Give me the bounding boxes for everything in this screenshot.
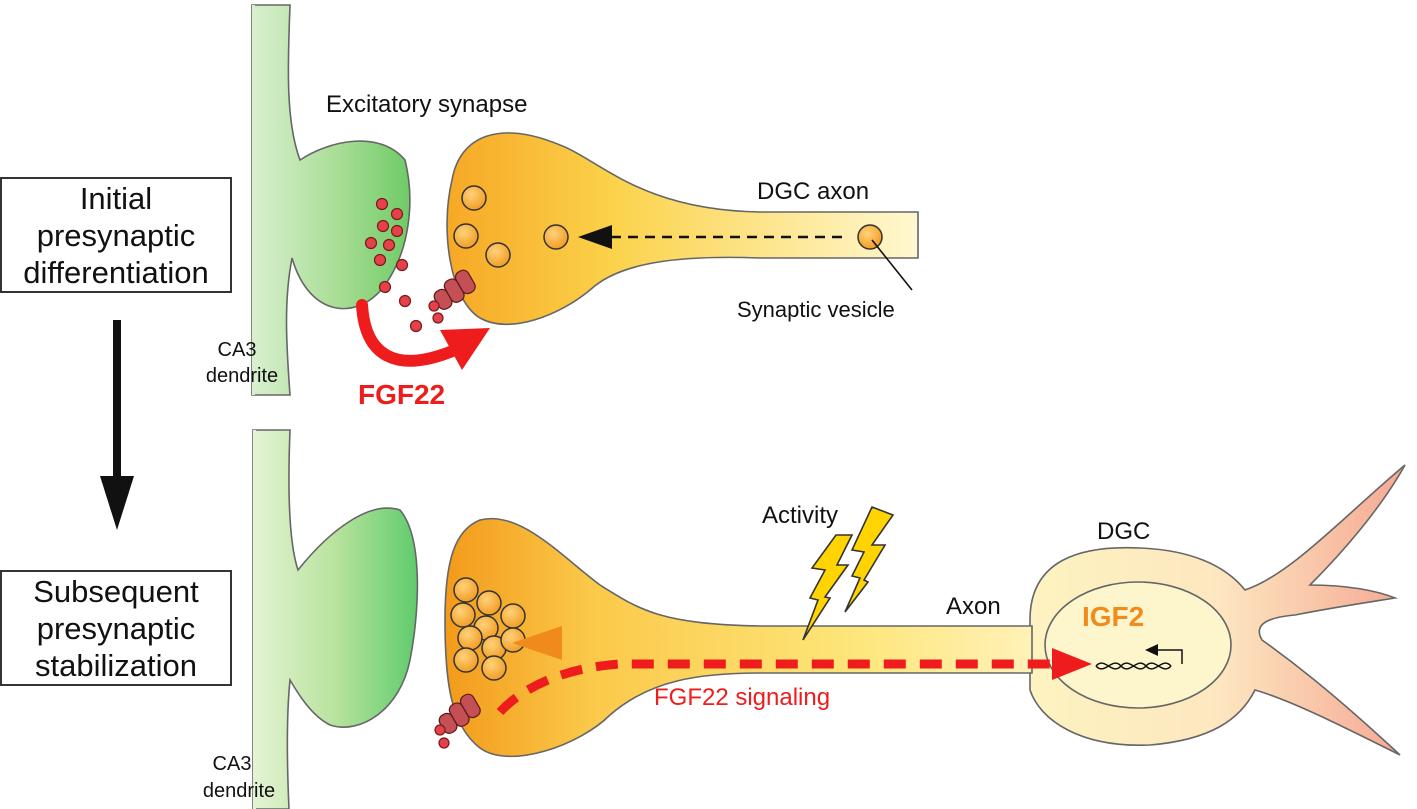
label-dgc: DGC [1097, 518, 1150, 545]
bottom-panel [252, 429, 1406, 809]
igf2-gene [1095, 644, 1183, 670]
presynaptic-bouton-bottom [444, 517, 1033, 758]
fgf22-arrow [356, 299, 461, 367]
stage-subsequent-line1: Subsequent [33, 573, 199, 609]
stage-initial-line3: differentiation [23, 254, 209, 290]
stage-subsequent-line3: stabilization [35, 647, 197, 683]
synaptic-vesicle-cluster [450, 577, 526, 681]
fgf22-signaling-arrow [496, 659, 1052, 716]
ca3-dendrite-bottom [252, 429, 419, 809]
label-excitatory-synapse: Excitatory synapse [326, 91, 527, 118]
label-dgc-axon: DGC axon [757, 178, 869, 205]
label-fgf22-signaling: FGF22 signaling [654, 684, 830, 711]
label-fgf22: FGF22 [358, 379, 445, 410]
stage-initial-line1: Initial [79, 180, 153, 216]
activity-lightning-icon [802, 505, 895, 641]
label-ca3-bottom-line2: dendrite [203, 780, 275, 802]
label-axon: Axon [946, 593, 1001, 620]
stage-box-initial: Initial presynaptic differentiation [0, 177, 232, 293]
stage-box-subsequent: Subsequent presynaptic stabilization [0, 570, 232, 686]
igf2-arrowhead [512, 626, 562, 660]
fgf22-arrowhead [440, 328, 490, 370]
label-synaptic-vesicle: Synaptic vesicle [737, 297, 895, 322]
ca3-dendrite-top [251, 4, 411, 396]
top-panel [251, 4, 919, 396]
synaptic-vesicles-top [453, 185, 883, 268]
label-activity: Activity [762, 502, 838, 529]
vesicle-pointer-line [871, 239, 913, 291]
fgf-receptor-top [428, 269, 476, 324]
label-igf2: IGF2 [1082, 601, 1144, 632]
label-ca3-top-line2: dendrite [206, 365, 278, 387]
stage-initial-line2: presynaptic [36, 217, 196, 253]
stage-subsequent-line2: presynaptic [36, 610, 196, 646]
presynaptic-bouton-top [446, 132, 919, 326]
label-ca3-bottom-line1: CA3 [213, 753, 252, 775]
fgf22-signaling-arrowhead [1052, 648, 1092, 680]
fgf22-dots-top [364, 197, 423, 333]
stage-flow-arrow [100, 320, 134, 530]
label-ca3-top-line1: CA3 [218, 339, 257, 361]
fgf-receptor-bottom [434, 693, 481, 749]
